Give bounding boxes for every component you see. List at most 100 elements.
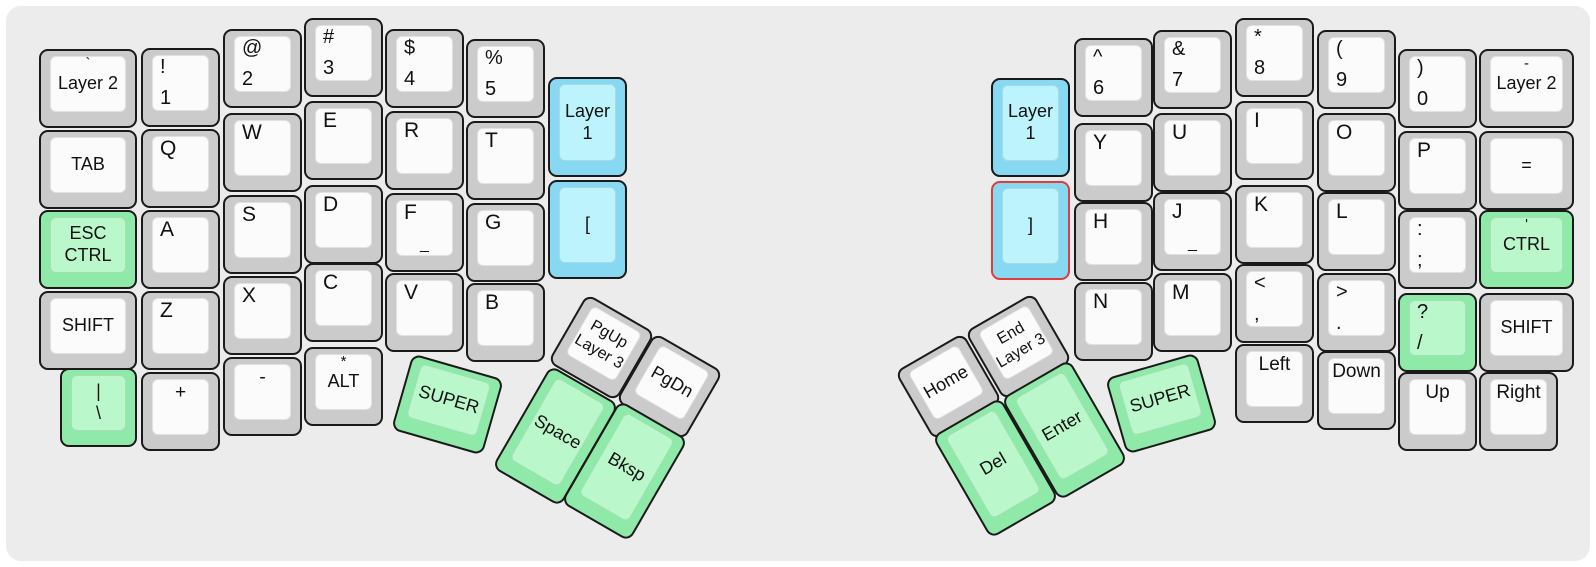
- key-esc-ctrl[interactable]: ESC CTRL: [39, 210, 137, 289]
- key-pipe-backslash[interactable]: | \: [60, 368, 137, 447]
- key-legend: U: [1172, 121, 1188, 144]
- key-legend: Y: [1093, 131, 1108, 154]
- key-legend: Right: [1496, 382, 1541, 403]
- key-layer1-right[interactable]: Layer 1: [991, 78, 1070, 177]
- key-h[interactable]: H: [1074, 202, 1153, 281]
- key-a[interactable]: A: [141, 210, 220, 289]
- key-f-homing[interactable]: F_: [385, 193, 464, 272]
- keycap-top: +: [152, 379, 209, 435]
- key-x[interactable]: X: [223, 276, 302, 355]
- key-legend: ESC CTRL: [64, 223, 112, 265]
- key-d[interactable]: D: [304, 185, 383, 264]
- key-left-bracket[interactable]: [: [548, 180, 627, 279]
- key-super-left[interactable]: SUPER: [390, 353, 505, 456]
- key-k[interactable]: K: [1235, 185, 1314, 264]
- key-layer2-left[interactable]: `Layer 2: [39, 49, 137, 128]
- key-legend: ,: [1254, 303, 1260, 325]
- key-g[interactable]: G: [466, 203, 545, 282]
- key-quote-ctrl[interactable]: 'CTRL: [1479, 210, 1574, 289]
- key-y[interactable]: Y: [1074, 123, 1153, 202]
- key-tab[interactable]: TAB: [39, 130, 137, 209]
- key-shift-left[interactable]: SHIFT: [39, 291, 137, 370]
- keycap-top: [: [559, 187, 616, 263]
- key-legend: /: [1417, 332, 1423, 354]
- key-l[interactable]: L: [1317, 192, 1396, 271]
- keycap-top: SUPER: [405, 363, 492, 438]
- key-legend: 6: [1093, 77, 1105, 99]
- key-legend: ]: [1027, 215, 1033, 236]
- keycap-top: ^6: [1085, 45, 1142, 101]
- key-b[interactable]: B: [466, 283, 545, 362]
- key-right-bracket[interactable]: ]: [991, 181, 1070, 280]
- key-super-right[interactable]: SUPER: [1104, 352, 1219, 455]
- key-legend: >: [1336, 281, 1348, 303]
- key-gt-period[interactable]: >.: [1317, 273, 1396, 352]
- key-legend: Q: [160, 137, 177, 160]
- key-dollar-4[interactable]: $4: [385, 29, 464, 108]
- key-t[interactable]: T: [466, 121, 545, 200]
- key-w[interactable]: W: [223, 113, 302, 192]
- key-plus[interactable]: +: [141, 372, 220, 451]
- key-v[interactable]: V: [385, 273, 464, 352]
- key-up-arrow[interactable]: Up: [1398, 372, 1477, 451]
- key-legend: PgDn: [647, 361, 697, 402]
- key-c[interactable]: C: [304, 263, 383, 342]
- keycap-top: ESC CTRL: [50, 217, 126, 273]
- key-p[interactable]: P: [1398, 131, 1477, 210]
- keycap-top: `Layer 2: [50, 55, 126, 112]
- key-n[interactable]: N: [1074, 282, 1153, 361]
- key-lt-comma[interactable]: <,: [1235, 264, 1314, 343]
- key-legend: End Layer 3: [993, 319, 1049, 372]
- key-legend: _: [1188, 235, 1197, 252]
- key-minus-layer2[interactable]: -Layer 2: [1479, 49, 1574, 128]
- key-asterisk-8[interactable]: *8: [1235, 18, 1314, 97]
- key-amp-7[interactable]: &7: [1153, 30, 1232, 109]
- key-caret-6[interactable]: ^6: [1074, 38, 1153, 117]
- key-exclam-1[interactable]: !1: [141, 48, 220, 127]
- key-layer1-left[interactable]: Layer 1: [548, 77, 627, 177]
- key-legend: CTRL: [1502, 234, 1550, 255]
- keycap-top: -: [234, 364, 291, 420]
- keycap-top: SHIFT: [50, 298, 126, 354]
- key-minus[interactable]: -: [223, 357, 302, 436]
- key-colon-semicolon[interactable]: :;: [1398, 210, 1477, 289]
- key-right-arrow[interactable]: Right: [1479, 372, 1558, 451]
- key-z[interactable]: Z: [141, 291, 220, 370]
- key-percent-5[interactable]: %5: [466, 39, 545, 118]
- key-paren-0[interactable]: )0: [1398, 49, 1477, 128]
- key-legend: SHIFT: [62, 315, 114, 336]
- keycap-top: D: [315, 192, 372, 248]
- key-e[interactable]: E: [304, 101, 383, 180]
- key-m[interactable]: M: [1153, 273, 1232, 352]
- key-s[interactable]: S: [223, 195, 302, 274]
- key-j-homing[interactable]: J_: [1153, 192, 1232, 271]
- key-r[interactable]: R: [385, 111, 464, 190]
- key-star-alt[interactable]: *ALT: [304, 347, 383, 426]
- keycap-top: O: [1328, 120, 1385, 176]
- keycap-top: X: [234, 283, 291, 339]
- key-down-arrow[interactable]: Down: [1317, 351, 1396, 430]
- key-legend: B: [485, 291, 500, 314]
- key-question-slash[interactable]: ?/: [1398, 293, 1477, 372]
- key-left-arrow[interactable]: Left: [1235, 344, 1314, 423]
- keycap-top: @2: [234, 36, 291, 92]
- key-equals[interactable]: =: [1479, 131, 1574, 210]
- key-legend: I: [1254, 109, 1260, 132]
- key-o[interactable]: O: [1317, 113, 1396, 192]
- key-hash-3[interactable]: #3: [304, 18, 383, 97]
- keycap-top: ]: [1002, 188, 1059, 264]
- key-u[interactable]: U: [1153, 113, 1232, 192]
- keycap-top: SUPER: [1117, 362, 1204, 437]
- key-legend: 4: [404, 68, 416, 90]
- key-legend: A: [160, 218, 175, 241]
- key-paren-9[interactable]: (9: [1317, 30, 1396, 109]
- key-legend: N: [1093, 290, 1109, 313]
- keycap-top: TAB: [50, 137, 126, 193]
- key-q[interactable]: Q: [141, 129, 220, 208]
- keycap-top: Right: [1490, 379, 1547, 435]
- key-at-2[interactable]: @2: [223, 29, 302, 108]
- key-shift-right[interactable]: SHIFT: [1479, 293, 1574, 372]
- key-i[interactable]: I: [1235, 101, 1314, 180]
- key-legend: SUPER: [1127, 380, 1193, 417]
- keycap-top: H: [1085, 209, 1142, 265]
